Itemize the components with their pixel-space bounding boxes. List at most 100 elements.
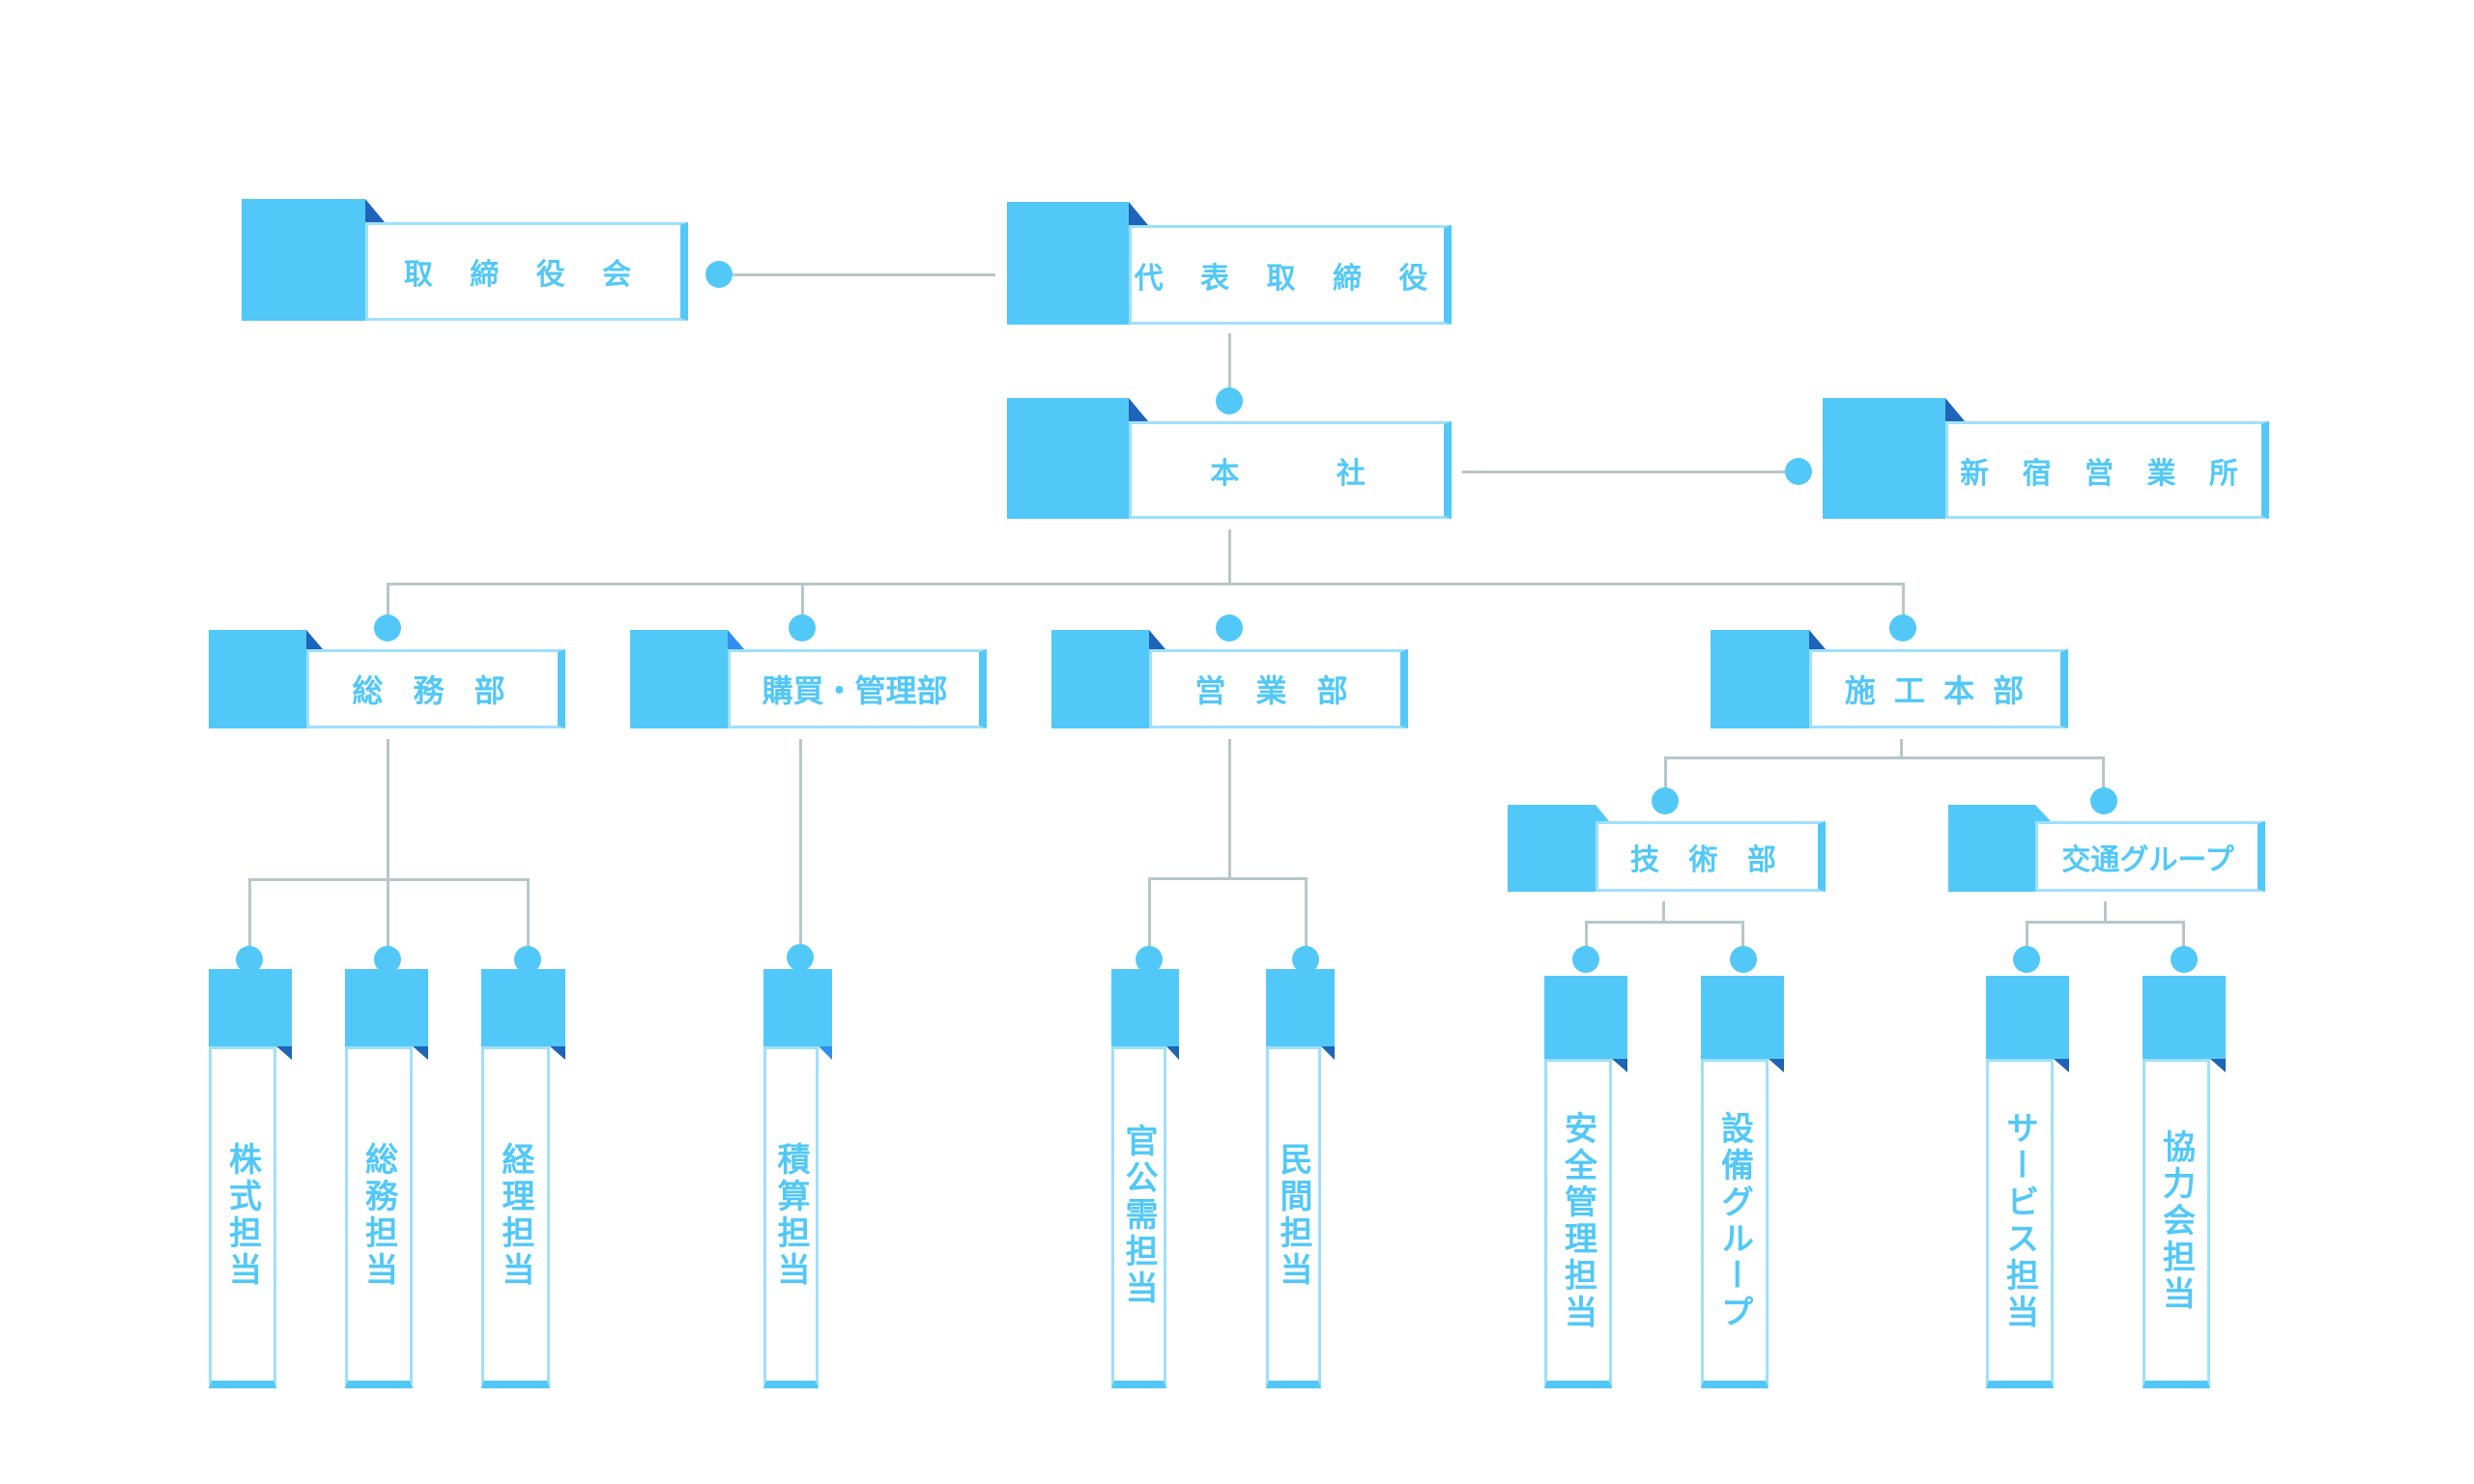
node-label: 取 締 役 会 bbox=[403, 258, 646, 292]
node-label-box: 新 宿 営 業 所 bbox=[1945, 421, 2269, 519]
node-fold bbox=[728, 630, 744, 649]
node-label-box: 営 業 部 bbox=[1149, 649, 1408, 728]
node-label: 技 術 部 bbox=[1630, 842, 1786, 877]
node-block bbox=[1948, 805, 2035, 892]
connector-line bbox=[1228, 529, 1231, 585]
connector-line bbox=[1585, 921, 1588, 957]
node-label-box: 安全管理担当 bbox=[1544, 1059, 1612, 1388]
connector-line bbox=[1741, 921, 1744, 957]
node-fold bbox=[2054, 1059, 2069, 1072]
node-fold bbox=[2035, 805, 2051, 821]
connector-dot bbox=[1785, 458, 1812, 485]
connector-dot bbox=[1216, 614, 1243, 642]
node-label-box: 協力会担当 bbox=[2143, 1059, 2210, 1388]
node-label-box: 技 術 部 bbox=[1596, 821, 1826, 892]
connector-line bbox=[1148, 877, 1151, 958]
connector-dot bbox=[1292, 946, 1319, 973]
node-fold bbox=[1945, 398, 1965, 421]
connector-line bbox=[387, 583, 389, 627]
node-label-box: 民間担当 bbox=[1266, 1046, 1321, 1388]
node-block bbox=[1007, 398, 1129, 519]
node-label-box: 交通グループ bbox=[2035, 821, 2265, 892]
node-label: 購買・管理部 bbox=[762, 672, 948, 709]
node-label-box: サービス担当 bbox=[1986, 1059, 2054, 1388]
node-fold bbox=[2210, 1059, 2226, 1072]
node-label-box: 購買・管理部 bbox=[728, 649, 987, 728]
node-block bbox=[209, 969, 292, 1046]
connector-line bbox=[248, 878, 251, 959]
connector-line bbox=[799, 739, 802, 956]
node-block bbox=[242, 199, 365, 321]
connector-line bbox=[1664, 756, 2105, 759]
node-label: 株式担当 bbox=[222, 1141, 262, 1289]
node-label: サービス担当 bbox=[1999, 1111, 2039, 1331]
connector-line bbox=[2104, 901, 2107, 923]
connector-dot bbox=[705, 261, 733, 288]
node-label: 総 務 部 bbox=[352, 672, 515, 709]
node-block bbox=[1544, 976, 1627, 1059]
node-fold bbox=[819, 1046, 832, 1060]
node-fold bbox=[1129, 398, 1148, 421]
connector-dot bbox=[236, 946, 263, 973]
connector-line bbox=[2182, 921, 2185, 957]
connector-dot bbox=[787, 944, 814, 971]
connector-line bbox=[1664, 756, 1667, 797]
node-label-box: 総 務 部 bbox=[306, 649, 565, 728]
node-block bbox=[1711, 630, 1809, 728]
node-block bbox=[1007, 202, 1129, 325]
node-label: 交通グループ bbox=[2061, 842, 2234, 877]
node-label: 代 表 取 締 役 bbox=[1134, 261, 1442, 296]
connector-dot bbox=[2013, 946, 2040, 973]
connector-line bbox=[719, 273, 995, 276]
node-fold bbox=[1612, 1059, 1627, 1072]
node-label: 官公需担当 bbox=[1119, 1123, 1158, 1307]
node-label-box: 官公需担当 bbox=[1111, 1046, 1166, 1388]
node-label-box: 総務担当 bbox=[345, 1046, 413, 1388]
connector-line bbox=[1900, 739, 1903, 758]
connector-line bbox=[1228, 739, 1231, 879]
node-fold bbox=[1809, 630, 1826, 649]
node-label-box: 代 表 取 締 役 bbox=[1129, 225, 1452, 325]
connector-dot bbox=[514, 946, 541, 973]
node-fold bbox=[276, 1046, 292, 1060]
node-label: 経理担当 bbox=[496, 1141, 534, 1289]
node-label-box: 設備グループ bbox=[1701, 1059, 1769, 1388]
node-label-box: 株式担当 bbox=[209, 1046, 276, 1388]
node-block bbox=[1266, 969, 1335, 1046]
node-label-box: 本 社 bbox=[1129, 421, 1452, 519]
connector-line bbox=[801, 583, 804, 627]
node-fold bbox=[1769, 1059, 1784, 1072]
node-fold bbox=[306, 630, 323, 649]
node-block bbox=[1051, 630, 1149, 728]
node-block bbox=[1986, 976, 2069, 1059]
connector-line bbox=[1228, 333, 1231, 391]
node-block bbox=[1508, 805, 1596, 892]
node-block bbox=[763, 969, 832, 1046]
connector-line bbox=[1902, 583, 1905, 627]
node-label: 営 業 部 bbox=[1194, 672, 1358, 709]
node-block bbox=[209, 630, 306, 728]
connector-line bbox=[248, 878, 529, 881]
node-fold bbox=[365, 199, 385, 222]
node-fold bbox=[1149, 630, 1165, 649]
node-block bbox=[1111, 969, 1179, 1046]
connector-line bbox=[387, 739, 389, 958]
connector-dot bbox=[1572, 946, 1599, 973]
connector-line bbox=[1462, 471, 1791, 473]
connector-dot bbox=[374, 614, 401, 642]
node-label: 安全管理担当 bbox=[1558, 1111, 1597, 1331]
node-fold bbox=[1129, 202, 1148, 225]
connector-line bbox=[1585, 921, 1744, 924]
node-label: 施 工 本 部 bbox=[1844, 672, 2028, 709]
connector-dot bbox=[789, 614, 816, 642]
node-label-box: 積算担当 bbox=[763, 1046, 819, 1388]
connector-dot bbox=[2171, 946, 2198, 973]
connector-line bbox=[527, 878, 530, 959]
node-block bbox=[630, 630, 728, 728]
node-fold bbox=[550, 1046, 565, 1060]
node-block bbox=[2143, 976, 2226, 1059]
node-block bbox=[345, 969, 428, 1046]
node-label: 本 社 bbox=[1210, 456, 1366, 491]
node-fold bbox=[413, 1046, 428, 1060]
